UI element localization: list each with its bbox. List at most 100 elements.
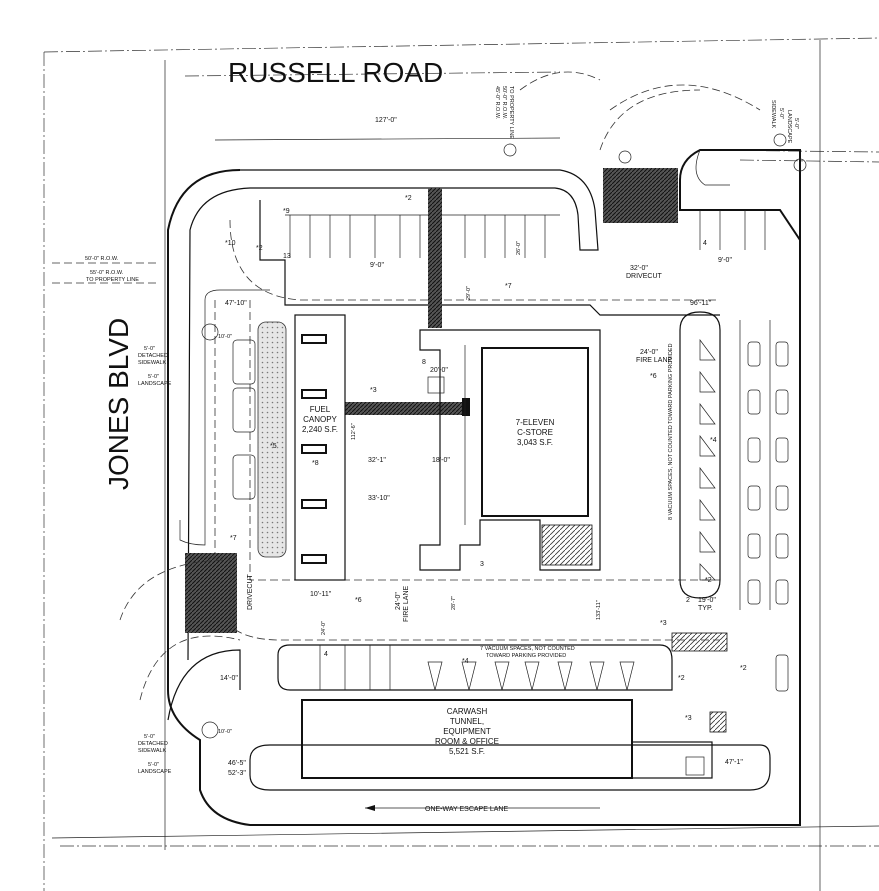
fire-lane-bottom-dim: 24'-0" [395,592,402,610]
left-landscape-10: 10'-0" [218,334,232,340]
note-7-left: *7 [230,535,237,542]
fire-lane-right-text: FIRE LANE [636,357,673,364]
dim-9-right: 9'-0" [718,257,732,264]
right-sidewalk-dim: 5'-0" [778,108,784,119]
count-4-bottom: 4 [324,651,328,658]
note-8: *8 [312,460,319,467]
left-sidewalk-label: SIDEWALK [138,360,167,366]
note-4-bottom: *4 [462,658,469,665]
right-landscape-dim: 5'-0" [793,118,799,129]
row-55-label-1: 55'-0" R.O.W. [90,270,124,276]
bottom-landscape-10: 10'-0" [218,729,232,735]
parking-stalls-top [285,210,766,258]
fire-lane-right-dim: 24'-0" [640,349,658,356]
count-8: 8 [422,359,426,366]
drivecut-top-dim: 32'-0" [630,265,648,272]
count-2: 2 [686,597,690,604]
count-3: 3 [480,561,484,568]
dim-46-5: 46'-5" [228,760,246,767]
note-2-far-right: *2 [740,665,747,672]
dim-20: 20'-0" [430,367,448,374]
site-boundary [167,149,801,826]
bottom-sidewalk-dim: 5'-0" [144,734,155,740]
left-landscape-dim: 5'-0" [148,374,159,380]
row-top-label-1: 45'-0" R.O.W. [494,86,500,120]
bottom-landscape-label: LANDSCAPE [138,769,172,775]
note-9: *9 [283,208,290,215]
note-7-top: *7 [505,283,512,290]
cstore-area: 3,043 S.F. [517,438,553,447]
dim-24-bottom: 24'-0" [321,621,327,635]
carwash-line1: CARWASH [447,707,488,716]
note-3-bottom: *3 [685,715,692,722]
bottom-sidewalk-type: DETACHED [138,741,168,747]
carwash-line4: ROOM & OFFICE [435,737,499,746]
dim-47-1: 47'-1" [725,759,743,766]
sidewalk-hatch-top [428,188,442,328]
note-2-top: *2 [405,195,412,202]
row-55-label-2: TO PROPERTY LINE [86,277,139,283]
count-13: 13 [283,253,291,260]
dim-19: 19'-0" [698,597,716,604]
dim-33: 33'-10" [368,495,390,502]
vacuum-stalls-right [679,311,789,692]
cstore-building: 7-ELEVEN C-STORE 3,043 S.F. [419,329,601,571]
dim-14: 14'-0" [220,675,238,682]
vacuum-bottom-note-1: 7 VACUUM SPACES, NOT COUNTED [480,646,575,652]
note-5: *5 [270,443,277,450]
note-2-left: *2 [256,245,263,252]
drivecut-top-label: DRIVECUT [626,273,663,280]
left-sidewalk-type: DETACHED [138,353,168,359]
street-jones-blvd: JONES BLVD [103,318,134,490]
row-50-label: 50'-0" R.O.W. [85,256,119,262]
note-10: *10 [225,240,236,247]
drivecut-left-label: DRIVECUT [247,573,254,610]
canopy-name: FUEL [310,405,331,414]
note-6-right: *6 [650,373,657,380]
note-4-right: *4 [710,437,717,444]
fire-lane-bottom-text: FIRE LANE [403,585,410,622]
row-top-label-3: TO PROPERTY LINE [508,86,514,139]
dim-26: 26'-0" [516,241,522,255]
dim-133: 133'-11" [596,600,602,620]
bottom-landscape-dim: 5'-0" [148,762,159,768]
dim-18: 18'-0" [432,457,450,464]
dim-47-10: 47'-10" [225,300,247,307]
cstore-name: 7-ELEVEN [516,418,555,427]
dim-9: 9'-0" [370,262,384,269]
left-sidewalk-dim: 5'-0" [144,346,155,352]
queue-vehicles [232,339,256,500]
note-3-mid: *3 [370,387,377,394]
driveway-hatch-left [185,553,237,633]
dim-52-3: 52'-3" [228,770,246,777]
dim-32-1: 32'-1" [368,457,386,464]
row-top-label-2: 50'-0" R.O.W. [501,86,507,120]
dim-29: 29'-0" [466,286,472,300]
note-3-right: *3 [660,620,667,627]
carwash-line3: EQUIPMENT [443,727,491,736]
driveway-hatch-top [603,168,678,223]
canopy-area: 2,240 S.F. [302,425,338,434]
vacuum-right-note: 8 VACUUM SPACES, NOT COUNTED TOWARD PARK… [668,344,674,520]
note-6-bottom: *6 [355,597,362,604]
note-2-bottom: *2 [678,675,685,682]
escape-lane-label: ONE-WAY ESCAPE LANE [425,806,508,813]
dim-19-typ: TYP. [698,605,713,612]
sidewalk-hatch-mid [345,402,470,415]
cstore-type: C-STORE [517,428,553,437]
property-line [43,37,879,53]
count-4-top: 4 [703,240,707,247]
vacuum-bottom-note-2: TOWARD PARKING PROVIDED [486,653,566,659]
bottom-sidewalk-label: SIDEWALK [138,748,167,754]
right-sidewalk-label: SIDEWALK [770,100,776,129]
street-russell-road: RUSSELL ROAD [228,57,443,88]
vacuum-stalls-bottom [277,632,728,691]
dim-10-11: 10'-11" [310,591,332,598]
carwash-building: CARWASH TUNNEL, EQUIPMENT ROOM & OFFICE … [249,699,771,791]
note-2-right: *2 [705,577,712,584]
left-landscape-label: LANDSCAPE [138,381,172,387]
carwash-area: 5,521 S.F. [449,747,485,756]
carwash-line2: TUNNEL, [450,717,484,726]
canopy-type: CANOPY [303,415,337,424]
dim-28: 28'-7" [451,596,457,610]
